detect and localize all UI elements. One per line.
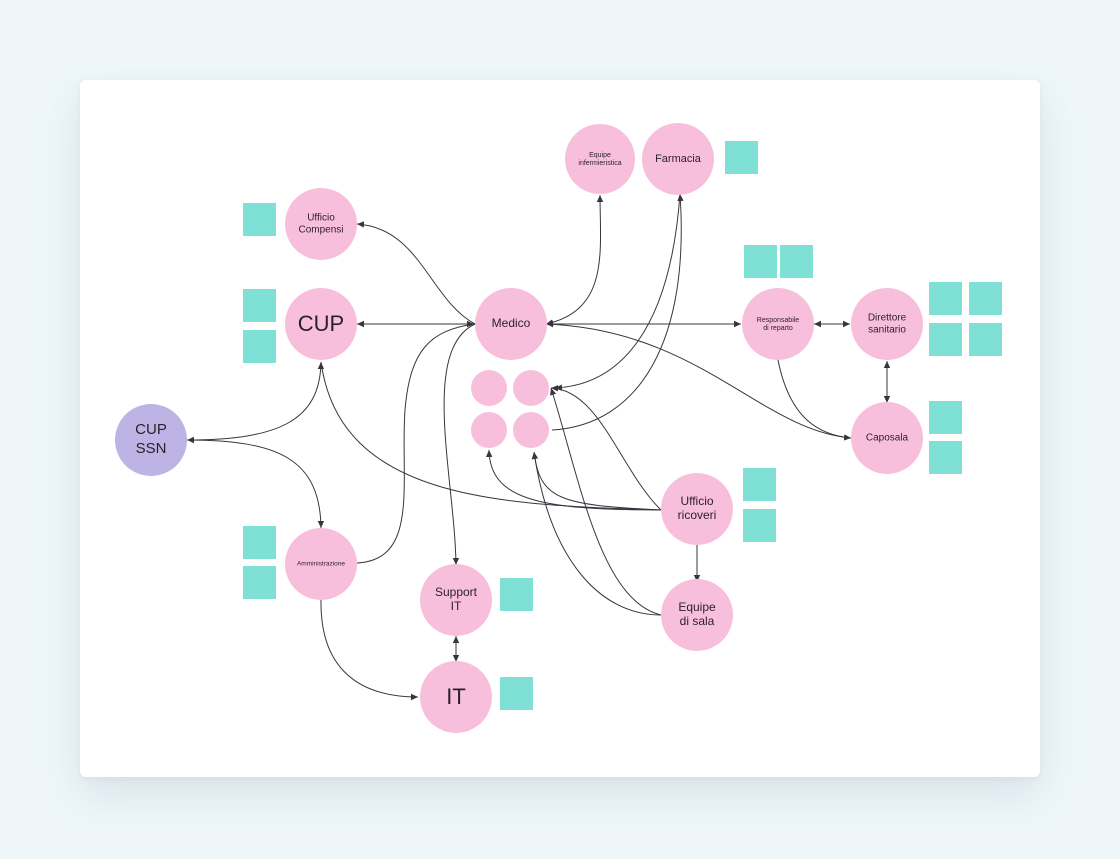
mini-circle-group — [471, 370, 549, 448]
node-support-it[interactable]: Support IT — [420, 564, 492, 636]
node-label: di reparto — [763, 325, 793, 332]
sticky-note[interactable] — [243, 330, 276, 363]
node-label: Medico — [492, 316, 531, 330]
sticky-note[interactable] — [743, 468, 776, 501]
sticky-note[interactable] — [744, 245, 777, 278]
sticky-note[interactable] — [929, 401, 962, 434]
node-label: Ufficio — [680, 494, 713, 508]
sticky-note[interactable] — [243, 289, 276, 322]
edge-ufficio-ricoveri-minicircle-3 — [550, 385, 662, 511]
node-caposala[interactable]: Caposala — [851, 402, 923, 474]
edge-medico-ufficio-compensi — [356, 221, 476, 325]
sticky-note[interactable] — [725, 141, 758, 174]
node-label: IT — [451, 599, 462, 613]
node-label: Caposala — [866, 433, 909, 444]
node-label: CUP — [135, 421, 167, 438]
node-responsabile-reparto[interactable]: Responsabile di reparto — [742, 288, 814, 360]
edge-equipe-sala-minicircle-2 — [531, 451, 662, 616]
sticky-note[interactable] — [243, 203, 276, 236]
edge-ufficio-ricoveri-minicircle-2 — [531, 451, 662, 511]
sticky-note[interactable] — [929, 282, 962, 315]
node-label: Ufficio — [307, 213, 335, 224]
node-label: sanitario — [868, 325, 906, 336]
sticky-note[interactable] — [243, 526, 276, 559]
sticky-note[interactable] — [929, 323, 962, 356]
edge-medico-equipe-infermieristica — [545, 194, 604, 326]
sticky-note[interactable] — [929, 441, 962, 474]
edge-ufficio-ricoveri-cup — [320, 361, 662, 511]
mini-circle[interactable] — [513, 370, 549, 406]
edge-farmacia-minicircle-2 — [551, 193, 684, 431]
node-amministrazione[interactable]: Amministrazione — [285, 528, 357, 600]
edge-amministrazione-it — [320, 599, 419, 701]
sticky-notes — [243, 141, 1002, 710]
node-equipe-infermieristica[interactable]: Equipe infermieristica — [565, 124, 635, 194]
node-cup-ssn[interactable]: CUP SSN — [115, 404, 187, 476]
edge-ufficio-ricoveri-minicircle-1 — [485, 449, 662, 511]
sticky-note[interactable] — [780, 245, 813, 278]
node-label: Equipe — [678, 600, 716, 614]
node-label: SSN — [136, 440, 167, 457]
edge-medico-caposala — [545, 323, 852, 441]
edge-responsabile-caposala — [777, 359, 852, 439]
node-label: CUP — [298, 311, 344, 336]
node-direttore-sanitario[interactable]: Direttore sanitario — [851, 288, 923, 360]
node-label: di sala — [680, 614, 715, 628]
node-label: Amministrazione — [297, 561, 345, 568]
node-label: Equipe — [589, 152, 611, 159]
node-label: Support — [435, 585, 478, 599]
node-label: ricoveri — [678, 508, 717, 522]
sticky-note[interactable] — [500, 677, 533, 710]
mini-circle[interactable] — [471, 370, 507, 406]
sticky-note[interactable] — [969, 282, 1002, 315]
node-label: IT — [446, 684, 466, 709]
node-cup[interactable]: CUP — [285, 288, 357, 360]
mini-circle[interactable] — [471, 412, 507, 448]
edge-equipe-sala-minicircle — [550, 387, 662, 616]
edge-cup-ssn-amministrazione — [186, 439, 325, 529]
node-equipe-sala[interactable]: Equipe di sala — [661, 579, 733, 651]
mini-circle[interactable] — [513, 412, 549, 448]
edge-farmacia-minicircle — [554, 193, 681, 391]
node-label: Responsabile — [757, 317, 800, 324]
edge-amministrazione-medico — [356, 323, 476, 564]
node-label: Farmacia — [655, 153, 702, 165]
node-it[interactable]: IT — [420, 661, 492, 733]
edge-medico-support-it — [443, 323, 476, 566]
node-ufficio-ricoveri[interactable]: Ufficio ricoveri — [661, 473, 733, 545]
node-farmacia[interactable]: Farmacia — [642, 123, 714, 195]
connectors — [186, 193, 891, 701]
node-label: Direttore — [868, 313, 907, 324]
edge-cup-ssn-cup — [186, 361, 325, 444]
sticky-note[interactable] — [743, 509, 776, 542]
node-label: infermieristica — [578, 160, 621, 167]
sticky-note[interactable] — [243, 566, 276, 599]
node-medico[interactable]: Medico — [475, 288, 547, 360]
node-ufficio-compensi[interactable]: Ufficio Compensi — [285, 188, 357, 260]
sticky-note[interactable] — [969, 323, 1002, 356]
sticky-note[interactable] — [500, 578, 533, 611]
node-label: Compensi — [298, 225, 343, 236]
